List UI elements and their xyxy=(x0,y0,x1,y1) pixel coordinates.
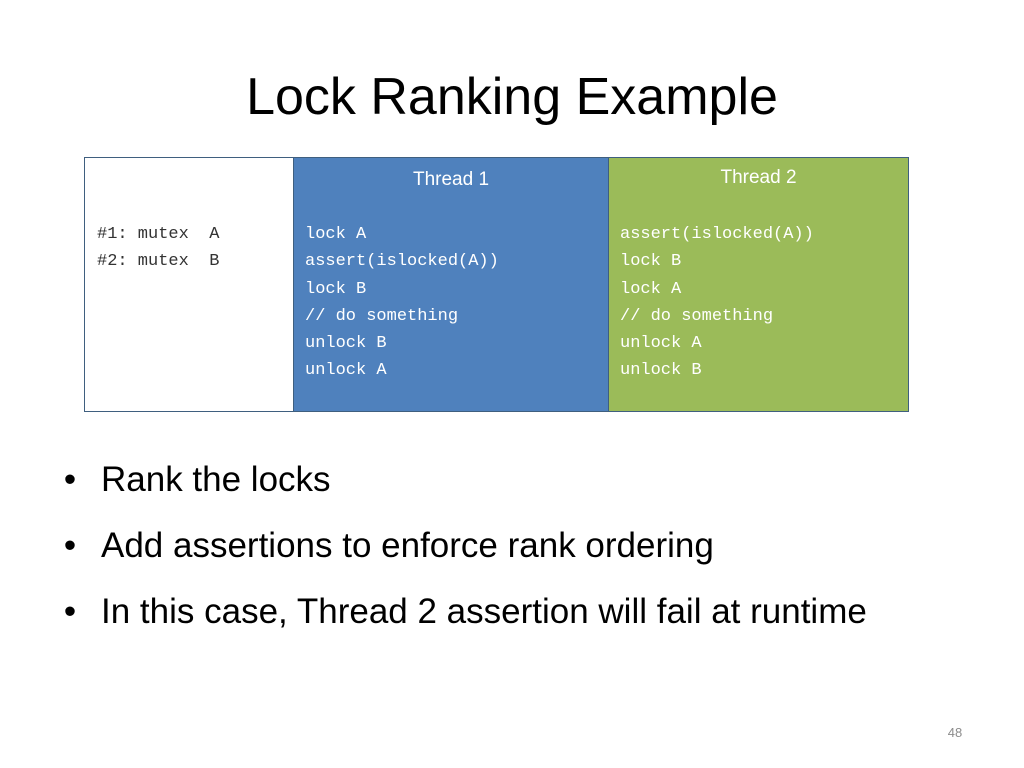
code-line: lock A xyxy=(305,225,367,244)
thread2-header: Thread 2 xyxy=(720,167,797,188)
locks-lines: #1: mutex A #2: mutex B xyxy=(97,221,219,276)
lock-ranking-table: #1: mutex A #2: mutex B Thread 1 lock A … xyxy=(84,157,909,412)
bullet-marker: • xyxy=(63,592,77,631)
code-line: unlock B xyxy=(620,361,702,381)
code-line: unlock A xyxy=(305,361,387,381)
code-line: // do something xyxy=(620,306,774,326)
bullet-text: Add assertions to enforce rank ordering xyxy=(101,526,714,565)
bullet-marker: • xyxy=(63,460,77,499)
code-line: #2: mutex B xyxy=(97,252,220,272)
code-line: #1: mutex A xyxy=(97,225,220,244)
bullet-item: • Add assertions to enforce rank orderin… xyxy=(60,521,960,571)
bullet-item: • In this case, Thread 2 assertion will … xyxy=(60,587,960,637)
slide-title: Lock Ranking Example xyxy=(246,68,778,126)
code-line: unlock A xyxy=(620,334,702,354)
thread1-header: Thread 1 xyxy=(412,169,490,190)
bullet-text: Rank the locks xyxy=(101,460,331,499)
code-line: lock A xyxy=(620,279,682,299)
code-line: lock B xyxy=(620,252,682,272)
slide-number: 48 xyxy=(947,725,963,740)
thread2-lines: assert(islocked(A)) lock B lock A // do … xyxy=(620,221,814,385)
bullet-list: • Rank the locks • Add assertions to enf… xyxy=(60,455,960,653)
bullet-item: • Rank the locks xyxy=(60,455,960,505)
thread2-column: Thread 2 assert(islocked(A)) lock B lock… xyxy=(608,158,908,411)
code-line: lock B xyxy=(305,279,367,299)
code-line: unlock B xyxy=(305,334,387,354)
code-line: assert(islocked(A)) xyxy=(305,252,499,272)
thread1-column: Thread 1 lock A assert(islocked(A)) lock… xyxy=(293,158,608,411)
code-line: assert(islocked(A)) xyxy=(620,225,814,244)
locks-column: #1: mutex A #2: mutex B xyxy=(85,158,293,411)
code-line: // do something xyxy=(305,306,459,326)
thread1-lines: lock A assert(islocked(A)) lock B // do … xyxy=(305,221,499,385)
bullet-text: In this case, Thread 2 assertion will fa… xyxy=(101,592,867,631)
bullet-marker: • xyxy=(63,526,77,565)
